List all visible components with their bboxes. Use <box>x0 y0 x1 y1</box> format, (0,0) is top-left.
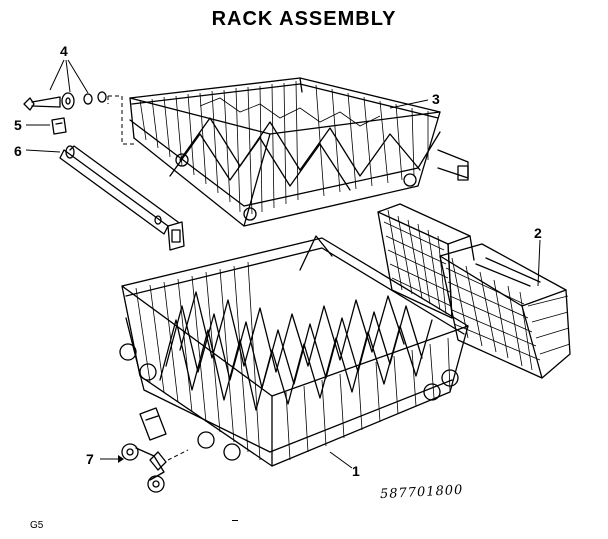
diagram-title: RACK ASSEMBLY <box>211 8 397 30</box>
callout-6: 6 <box>14 143 22 159</box>
stop-clip-part-5 <box>26 117 67 135</box>
silverware-basket-part-2 <box>377 203 571 379</box>
callout-3: 3 <box>432 91 440 107</box>
page-code: G5 <box>30 520 44 531</box>
callout-7: 7 <box>86 451 94 467</box>
footer-dash <box>232 520 238 521</box>
upper-rack-part-3 <box>129 77 469 227</box>
roller-assembly-part-7 <box>100 407 189 493</box>
lower-rack-part-1 <box>119 235 469 469</box>
callout-4: 4 <box>60 43 68 59</box>
callout-2: 2 <box>534 225 542 241</box>
callout-1: 1 <box>352 463 360 479</box>
rack-track-part-6 <box>25 145 185 251</box>
callout-5: 5 <box>14 117 22 133</box>
roller-hardware-part-4 <box>23 59 107 111</box>
